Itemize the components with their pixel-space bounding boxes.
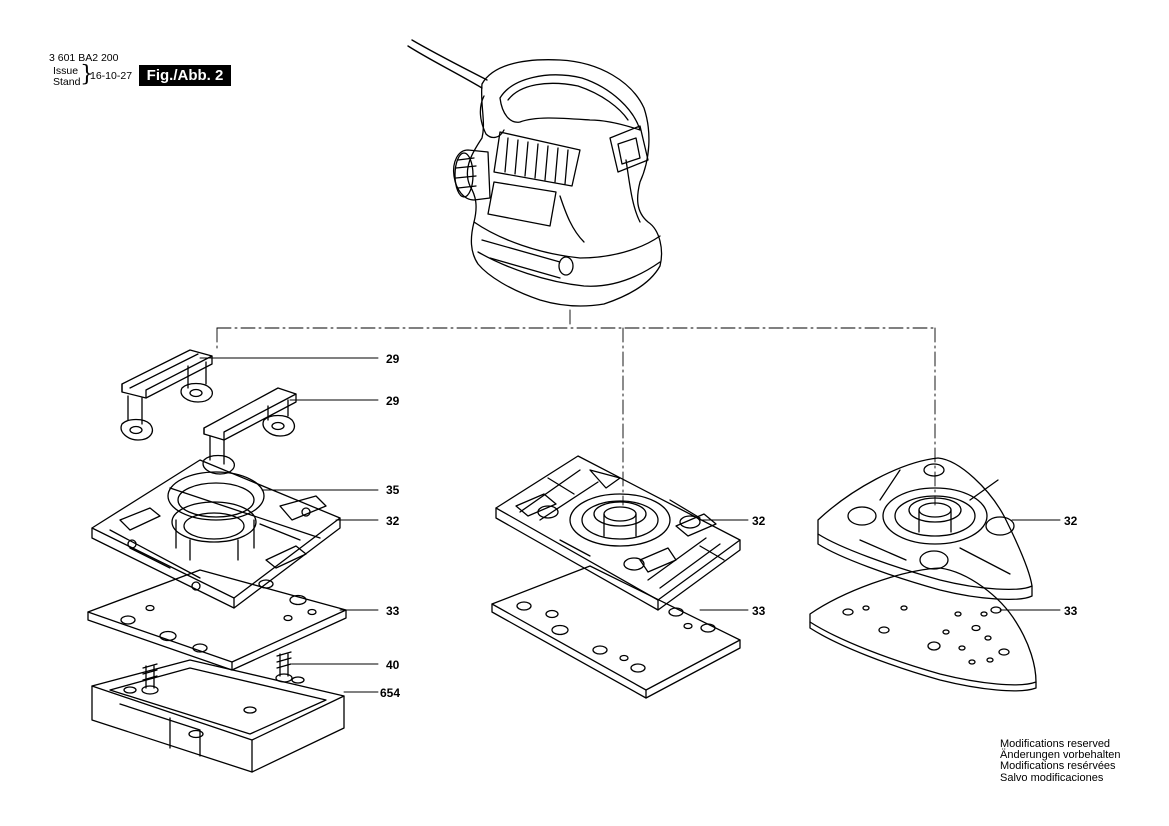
- backing-plate-middle: [495, 455, 741, 611]
- part-number-label: 29: [386, 394, 400, 408]
- modifications-note: Modifications reserved Änderungen vorbeh…: [1000, 738, 1121, 784]
- issue-label: Issue: [53, 65, 79, 77]
- issue-date: 16-10-27: [90, 70, 133, 82]
- part-number-label: 654: [380, 686, 401, 700]
- assembly-lines: [216, 309, 936, 506]
- brace-symbol: }: [80, 62, 94, 87]
- part-number-label: 35: [386, 483, 400, 497]
- backing-plate-right: [817, 457, 1033, 601]
- ring-seal: [167, 471, 265, 521]
- part-number-label: 33: [752, 604, 766, 618]
- part-number-label: 40: [386, 658, 400, 672]
- part-number-label: 29: [386, 352, 400, 366]
- stand-label: Stand: [53, 76, 81, 88]
- sanding-sheet-left: [87, 569, 347, 671]
- doc-number: 3 601 BA2 200: [49, 52, 119, 64]
- note-line: Salvo modificaciones: [1000, 771, 1104, 784]
- note-line: Modifications reserved: [1000, 738, 1111, 750]
- sander-body-drawing: [407, 39, 663, 307]
- base-654: [91, 659, 345, 773]
- backing-plate-left: [91, 459, 341, 609]
- note-line: Modifications resérvées: [1000, 760, 1116, 773]
- sanding-sheet-right: [809, 567, 1037, 692]
- sanding-sheet-middle: [491, 565, 741, 699]
- leader-lines: [199, 357, 1061, 693]
- part-number-label: 32: [752, 514, 766, 528]
- screws: [141, 651, 293, 695]
- part-number-label: 33: [386, 604, 400, 618]
- figure-label: Fig./Abb. 2: [139, 65, 231, 86]
- part-number-label: 33: [1064, 604, 1078, 618]
- note-line: Änderungen vorbehalten: [1000, 749, 1121, 762]
- part-number-label: 32: [1064, 514, 1078, 528]
- part-number-label: 32: [386, 514, 400, 528]
- clamp-upper: [120, 349, 213, 441]
- clamp-lower: [202, 387, 297, 475]
